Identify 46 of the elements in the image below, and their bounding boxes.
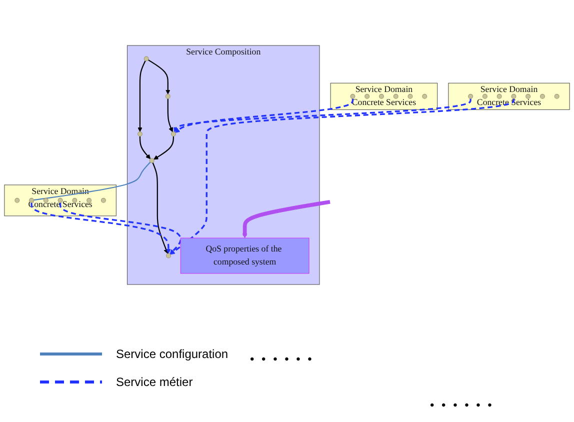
node-circle: [170, 132, 176, 136]
node-circle: [468, 94, 474, 99]
arrow: [242, 200, 330, 238]
legend-text: Service configuration: [116, 347, 228, 361]
arrow: [59, 202, 182, 254]
cluster: Service Domain Concrete Services: [448, 82, 570, 110]
node-circle: [149, 158, 154, 164]
arrow: [167, 98, 174, 132]
arrow: [148, 59, 170, 94]
node-circle: [86, 198, 92, 203]
node-circle: [137, 132, 142, 136]
arrow: [170, 98, 515, 255]
cluster: Service Domain Concrete Services: [330, 82, 438, 110]
node-circle: [166, 253, 171, 258]
node-box: QoS properties of the composed system: [180, 238, 310, 274]
node-circle: [58, 198, 63, 203]
node-circle: [482, 94, 488, 99]
node-circle: [144, 56, 149, 62]
node-circle: [408, 94, 413, 99]
arrow: [138, 60, 146, 132]
ellipsis-text: • • • • • •: [430, 398, 494, 412]
arrow: [174, 98, 472, 132]
node-circle: [393, 94, 398, 99]
node-circle: [43, 198, 48, 203]
node-circle: [554, 94, 560, 99]
node-circle: [422, 94, 428, 99]
node-circle: [72, 198, 78, 203]
ellipsis-text: • • • • • •: [250, 352, 314, 366]
arrow: [152, 162, 168, 254]
node-circle: [14, 198, 20, 203]
node-circle: [350, 94, 356, 99]
arrow: [30, 202, 171, 254]
node-circle: [100, 198, 106, 203]
legend-text: Service métier: [116, 375, 193, 389]
node-circle: [526, 94, 531, 99]
node-circle: [364, 94, 370, 99]
node-circle: [496, 94, 502, 99]
node-circle: [540, 94, 545, 99]
connector: [34, 162, 151, 201]
node-circle: [378, 94, 384, 99]
arrow: [174, 98, 354, 133]
arrow: [139, 136, 151, 160]
node-circle: [165, 94, 170, 99]
node-circle: [511, 94, 516, 99]
node-circle: [29, 198, 34, 203]
arrow: [154, 136, 174, 160]
